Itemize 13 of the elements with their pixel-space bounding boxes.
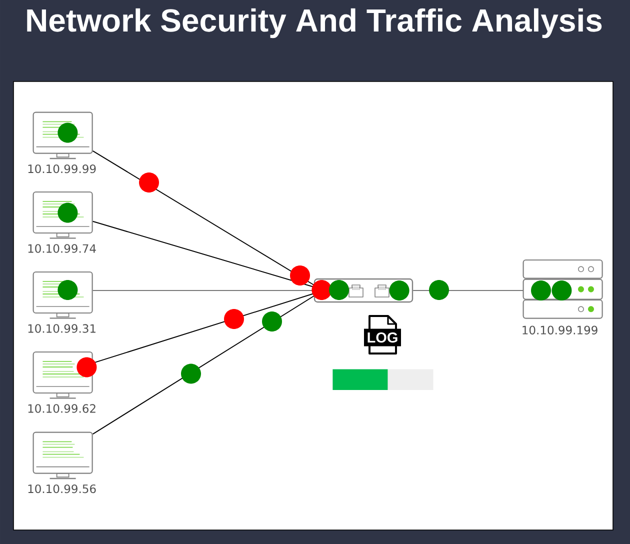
ip-address-label: 10.10.99.74 [28, 244, 96, 253]
ip-address-label: 10.10.99.31 [28, 324, 96, 333]
ip-address-label: 10.10.99.56 [28, 484, 96, 494]
connector-line [92, 150, 314, 286]
connector-line [92, 290, 314, 291]
connector-line [92, 296, 314, 435]
ip-address-label: 10.10.99.199 [522, 326, 598, 334]
ip-address-label: 10.10.99.62 [28, 404, 96, 413]
ip-address-label: 10.10.99.99 [28, 164, 96, 174]
file-type-label: LOG [364, 328, 401, 346]
connector-line [92, 220, 314, 288]
title: Network Security And Traffic Analysis [27, 8, 602, 38]
connector-line [412, 290, 524, 291]
